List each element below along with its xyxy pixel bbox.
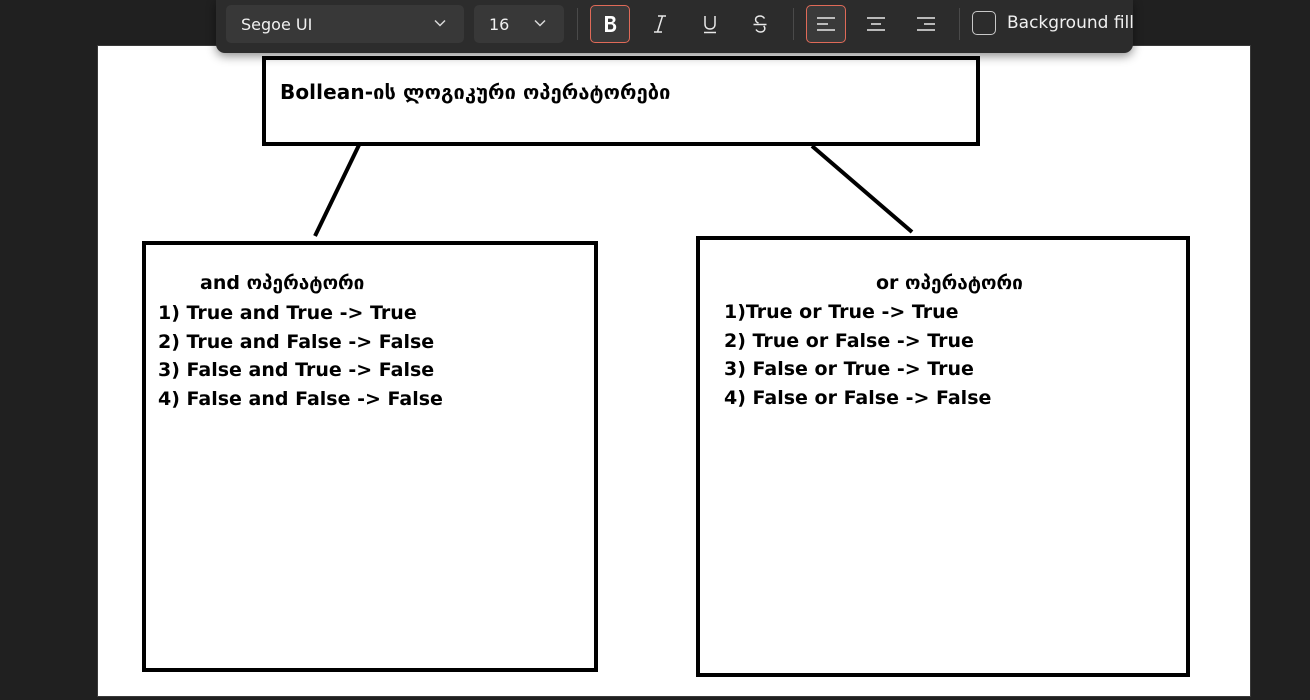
font-family-dropdown[interactable]: Segoe UI [226, 5, 464, 43]
underline-icon [704, 16, 716, 34]
background-fill-label: Background fill [1007, 13, 1134, 33]
or-box-heading: or ოპერატორი [876, 272, 1023, 294]
strikethrough-button[interactable] [740, 5, 780, 43]
or-line-3: 3) False or True -> True [724, 358, 974, 380]
title-box[interactable]: Bollean-ის ლოგიკური ოპერატორები [262, 56, 980, 146]
align-right-icon [917, 17, 935, 31]
font-family-value: Segoe UI [241, 15, 313, 34]
toolbar-separator [577, 8, 578, 40]
align-right-button[interactable] [906, 5, 946, 43]
bold-icon [605, 16, 617, 32]
align-left-button[interactable] [806, 5, 846, 43]
underline-button[interactable] [690, 5, 730, 43]
align-left-icon [817, 17, 835, 31]
chevron-down-icon [434, 19, 446, 27]
and-box-heading: and ოპერატორი [200, 272, 365, 294]
title-text: Bollean-ის ლოგიკური ოპერატორები [280, 80, 671, 104]
and-line-4: 4) False and False -> False [158, 387, 443, 410]
or-box-lines: 1)True or True -> True 2) True or False … [724, 298, 991, 412]
and-line-1: 1) True and True -> True [158, 302, 417, 324]
and-box-lines: 1) True and True -> True 2) True and Fal… [158, 299, 443, 413]
strikethrough-icon [753, 15, 767, 33]
align-center-button[interactable] [856, 5, 896, 43]
or-operator-box[interactable]: or ოპერატორი 1)True or True -> True 2) T… [696, 236, 1190, 677]
or-line-1: 1)True or True -> True [724, 301, 959, 323]
italic-icon [654, 15, 666, 33]
toolbar-separator [793, 8, 794, 40]
align-center-icon [867, 17, 885, 31]
or-line-4: 4) False or False -> False [724, 386, 992, 409]
and-line-3: 3) False and True -> False [158, 359, 435, 381]
italic-button[interactable] [640, 5, 680, 43]
and-operator-box[interactable]: and ოპერატორი 1) True and True -> True 2… [142, 241, 598, 672]
font-size-value: 16 [489, 15, 510, 34]
font-size-dropdown[interactable]: 16 [474, 5, 564, 43]
bold-button[interactable] [590, 5, 630, 43]
or-line-2: 2) True or False -> True [724, 329, 974, 352]
background-fill-checkbox[interactable] [972, 11, 996, 35]
toolbar-separator [959, 8, 960, 40]
connector-left [313, 144, 361, 237]
chevron-down-icon [534, 19, 546, 27]
and-line-2: 2) True and False -> False [158, 330, 435, 353]
connector-right [810, 144, 914, 234]
text-format-toolbar: Segoe UI 16 [216, 0, 1134, 53]
